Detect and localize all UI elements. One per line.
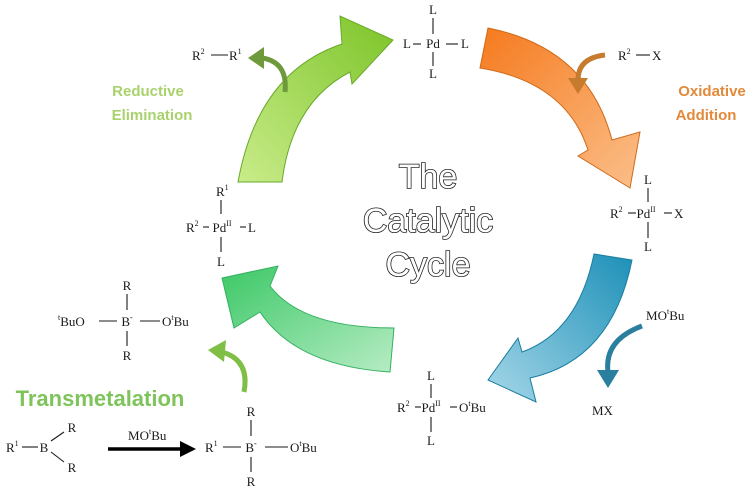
complex-pd-l4: L L Pd L L — [403, 2, 469, 81]
svg-text:B-: B- — [121, 313, 133, 329]
svg-text:B: B — [40, 440, 49, 455]
svg-text:L: L — [248, 220, 256, 235]
svg-text:R: R — [123, 348, 132, 363]
svg-text:X: X — [674, 206, 684, 221]
cycle-arrow-oxidative-addition — [479, 27, 641, 189]
byproduct-mx: MX — [592, 403, 614, 418]
svg-text:MOtBu: MOtBu — [646, 307, 685, 323]
borane-r1-br2: R1 B R R — [6, 420, 77, 475]
complex-r2-pd-otbu: L R2 PdII OtBu L — [397, 368, 486, 448]
reagent-r2-x: R2 X — [618, 47, 662, 63]
title-line-3: Cycle — [385, 246, 470, 284]
svg-text:L: L — [461, 36, 469, 51]
curved-arrow-borate-in — [208, 340, 248, 393]
svg-text:R2: R2 — [610, 205, 623, 221]
svg-text:OtBu: OtBu — [459, 399, 486, 415]
svg-text:R: R — [247, 404, 256, 419]
svg-text:R: R — [68, 460, 77, 475]
complex-r2-pd-r1: R1 R2 PdII L L — [186, 183, 256, 269]
svg-text:L: L — [429, 2, 437, 17]
step-label-oxidative: Oxidative — [678, 83, 746, 100]
svg-text:X: X — [652, 48, 662, 63]
cycle-arrow-transmetalation — [221, 265, 395, 373]
curved-arrow-aryl-halide-in — [568, 52, 606, 94]
svg-text:tBuO: tBuO — [58, 313, 85, 329]
svg-text:R1: R1 — [205, 439, 218, 455]
svg-text:R1: R1 — [229, 47, 242, 63]
svg-text:L: L — [429, 66, 437, 81]
svg-text:R1: R1 — [6, 439, 19, 455]
svg-text:B-: B- — [245, 439, 257, 455]
svg-text:MOtBu: MOtBu — [128, 427, 167, 443]
svg-text:R1: R1 — [216, 183, 229, 199]
step-label-addition: Addition — [676, 107, 737, 124]
product-r2-r1: R2 R1 — [192, 47, 242, 63]
svg-text:L: L — [644, 239, 652, 254]
svg-text:L: L — [217, 254, 225, 269]
svg-text:R: R — [247, 474, 256, 489]
borate-tbuo-b-otbu: R tBuO B- OtBu R — [58, 278, 189, 363]
svg-text:L: L — [403, 36, 411, 51]
reaction-arrow-motbu: MOtBu — [108, 427, 196, 457]
svg-text:R2: R2 — [397, 399, 410, 415]
complex-r2-pd-x: L R2 PdII X L — [610, 172, 684, 254]
svg-text:R2: R2 — [186, 219, 199, 235]
borate-r1-b-otbu: R R1 B- OtBu R — [205, 404, 317, 489]
svg-text:PdII: PdII — [421, 399, 440, 415]
svg-text:PdII: PdII — [212, 219, 231, 235]
svg-text:R: R — [68, 420, 77, 435]
title-line-1: The — [399, 158, 458, 196]
svg-text:R2: R2 — [192, 47, 205, 63]
svg-text:R2: R2 — [618, 47, 631, 63]
cycle-arrow-reductive-elimination — [237, 15, 394, 183]
cycle-arrow-ligand-exchange — [487, 253, 633, 403]
step-label-reductive: Reductive — [112, 83, 184, 100]
curved-arrow-product-release — [248, 47, 288, 93]
reagent-motbu-right: MOtBu — [646, 307, 685, 323]
svg-text:OtBu: OtBu — [162, 313, 189, 329]
svg-text:L: L — [427, 368, 435, 383]
step-label-elimination: Elimination — [112, 107, 193, 124]
svg-text:PdII: PdII — [636, 205, 655, 221]
svg-text:L: L — [427, 433, 435, 448]
title-line-2: Catalytic — [363, 202, 493, 240]
svg-text:Pd: Pd — [426, 36, 440, 51]
step-label-transmetalation: Transmetalation — [16, 386, 185, 411]
curved-arrow-mx-out — [597, 323, 643, 388]
svg-text:L: L — [644, 172, 652, 187]
svg-text:R: R — [123, 278, 132, 293]
svg-text:OtBu: OtBu — [290, 439, 317, 455]
